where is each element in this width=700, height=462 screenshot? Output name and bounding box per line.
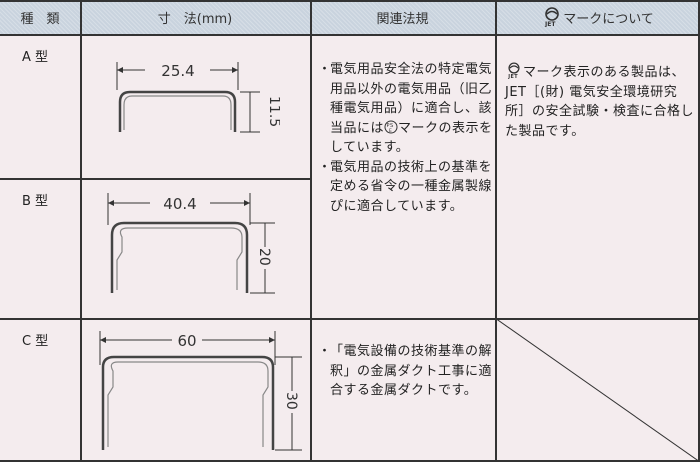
svg-text:PS: PS: [387, 123, 394, 129]
height-label: 20: [256, 248, 272, 266]
type-a-label: A 型: [22, 50, 49, 65]
width-label: 25.4: [161, 62, 194, 80]
bullet: ・: [318, 159, 332, 175]
height-label: 30: [283, 392, 299, 410]
width-label: 60: [177, 332, 196, 350]
law-item-2: 電気用品の技術上の基準を定める省令の一種金属製線ぴに適合しています。: [330, 159, 493, 214]
jet-logo-icon: JET: [544, 7, 559, 27]
border: [698, 0, 700, 462]
border: [0, 178, 310, 180]
laws-ab-text: ・電気用品安全法の特定電気用品以外の電気用品（旧乙種電気用品）に適合し、該当品に…: [318, 60, 493, 216]
svg-text:JET: JET: [544, 21, 556, 27]
border: [80, 0, 82, 462]
law-item-1-text: 電気用品安全法の特定電気用品以外の電気用品（旧乙種電気用品）に適合し、該当品には: [330, 62, 493, 136]
border: [495, 0, 497, 462]
header-jet-label: マークについて: [563, 11, 654, 27]
header-jet: JET マークについて: [495, 0, 700, 34]
pse-mark-icon: PSE: [384, 120, 398, 134]
law-item-1-text-end: マークの表示をしています。: [330, 120, 493, 156]
bullet: ・: [318, 62, 332, 77]
law-item-1: 電気用品安全法の特定電気用品以外の電気用品（旧乙種電気用品）に適合し、該当品には…: [330, 60, 493, 158]
jet-description-text: マーク表示のある製品は、JET［(財) 電気安全環境研究所］の安全試験・検査に合…: [505, 65, 695, 139]
border: [310, 0, 312, 462]
duct-a-drawing: 25.4 11.5: [116, 62, 280, 133]
law-item-c: 「電気設備の技術基準の解釈」の金属ダクト工事に適合する金属ダクトです。: [330, 344, 493, 398]
width-label: 40.4: [163, 195, 196, 213]
header-laws-label: 関連法規: [376, 11, 429, 27]
svg-text:E: E: [389, 128, 392, 134]
svg-text:JET: JET: [507, 74, 518, 79]
jet-logo-icon: JET: [507, 62, 520, 80]
border: [0, 318, 700, 320]
border: [0, 34, 700, 36]
duct-b-drawing: 40.4 20: [107, 193, 275, 294]
bullet: ・: [318, 344, 332, 359]
header-dimensions: 寸 法(mm): [80, 0, 310, 34]
height-label: 11.5: [266, 96, 280, 127]
laws-c-text: ・「電気設備の技術基準の解釈」の金属ダクト工事に適合する金属ダクトです。: [318, 342, 493, 401]
type-c-label: C 型: [22, 334, 49, 349]
border: [0, 460, 700, 462]
type-b-label: B 型: [22, 194, 49, 209]
border: [0, 0, 700, 2]
header-dimensions-label: 寸 法(mm): [157, 11, 233, 27]
diagonal-slash: [495, 318, 700, 462]
header-laws: 関連法規: [310, 0, 495, 34]
duct-c-drawing: 30 60 30: [99, 331, 302, 451]
header-type: 種 類: [0, 0, 80, 34]
header-type-label: 種 類: [20, 11, 60, 27]
